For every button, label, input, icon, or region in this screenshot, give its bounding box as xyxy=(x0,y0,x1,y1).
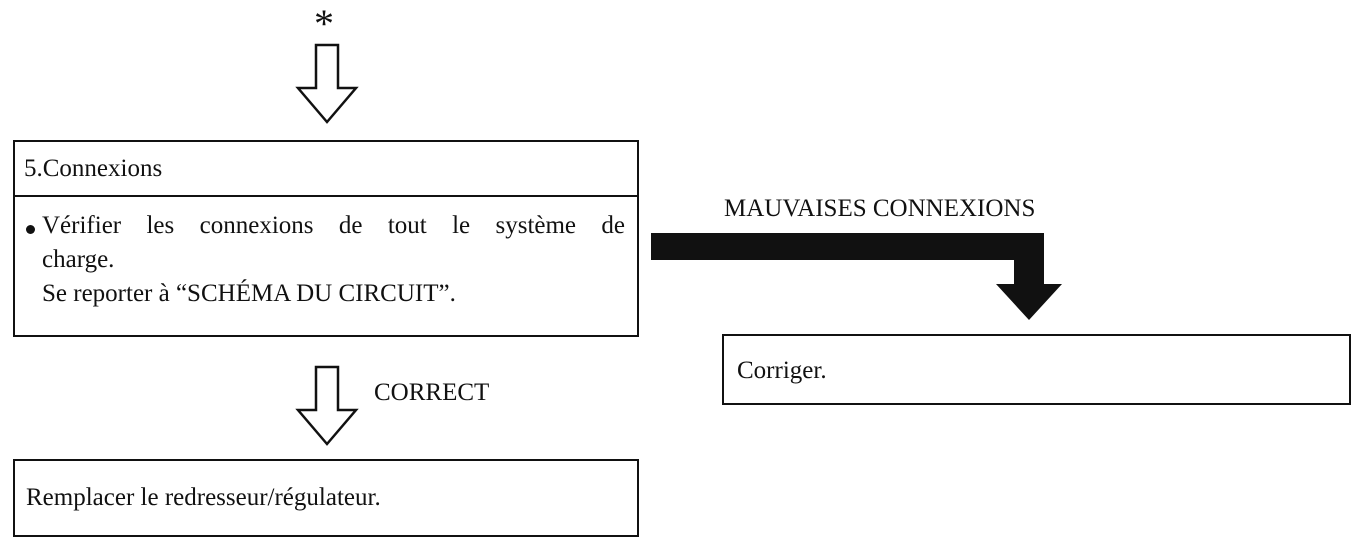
step-body: Vérifier les connexions de tout le systè… xyxy=(26,209,625,311)
bullet-item: Vérifier les connexions de tout le systè… xyxy=(26,209,625,243)
start-marker-asterisk: * xyxy=(314,1,334,46)
bullet-dot-icon xyxy=(26,225,35,234)
step-5-box: 5.Connexions Vérifier les connexions de … xyxy=(13,140,639,337)
hollow-arrow-down-correct xyxy=(295,365,359,446)
fix-action-text: Corriger. xyxy=(737,357,827,384)
bullet-line-1: Vérifier les connexions de tout le systè… xyxy=(42,212,625,239)
hollow-arrow-down-top xyxy=(295,43,359,124)
fix-action-box: Corriger. xyxy=(722,334,1351,405)
bullet-line-2: charge. xyxy=(42,246,115,273)
replace-action-box: Remplacer le redresseur/régulateur. xyxy=(13,459,639,537)
reference-note: Se reporter à “SCHÉMA DU CIRCUIT”. xyxy=(42,280,456,307)
bad-connections-label: MAUVAISES CONNEXIONS xyxy=(724,195,1036,222)
step-title: 5.Connexions xyxy=(15,142,637,197)
correct-label: CORRECT xyxy=(374,379,490,406)
solid-arrow-bad-connections xyxy=(651,233,1062,320)
replace-action-text: Remplacer le redresseur/régulateur. xyxy=(26,484,381,511)
